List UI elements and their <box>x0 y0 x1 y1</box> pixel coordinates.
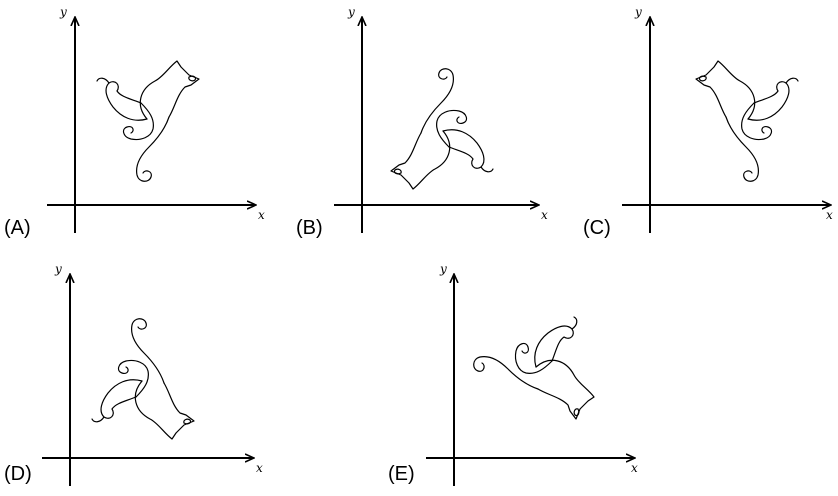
figure-outline <box>573 408 580 417</box>
y-axis-label: y <box>634 5 642 19</box>
figure-outline <box>188 75 197 82</box>
figure-outline <box>480 166 494 173</box>
figure-outline <box>136 116 170 182</box>
y-axis-label: y <box>59 5 67 19</box>
x-axis-label: x <box>631 461 638 475</box>
figure-outline <box>122 102 154 141</box>
figure-outline <box>131 318 165 384</box>
option-panel-b: xy <box>334 5 548 233</box>
figure-outline <box>785 77 799 84</box>
figure-outline <box>571 316 578 330</box>
option-label-c: (C) <box>583 217 611 239</box>
option-panel-d: xy <box>42 262 263 486</box>
option-panel-e: xy <box>426 262 638 486</box>
figure-outline <box>436 109 468 148</box>
figure-outline <box>134 380 195 440</box>
x-axis-label: x <box>256 461 263 475</box>
triskelion-figure <box>91 318 195 440</box>
option-label-d: (D) <box>4 463 32 485</box>
x-axis-label: x <box>541 208 548 222</box>
y-axis-label: y <box>54 262 62 276</box>
figure-outline <box>390 130 451 190</box>
figure-outline <box>183 418 192 425</box>
triskelion-figure <box>96 60 200 182</box>
option-label-b: (B) <box>296 217 323 239</box>
figure-outline <box>117 359 149 398</box>
figure-outline <box>695 60 756 120</box>
option-panel-a: xy <box>47 5 265 233</box>
figure-outline <box>139 60 200 120</box>
figure-outline <box>473 356 539 390</box>
figure-outline <box>420 68 454 134</box>
figure-outline <box>741 102 773 141</box>
figure-outline <box>91 416 105 423</box>
triskelion-figure <box>473 316 595 420</box>
y-axis-label: y <box>347 5 355 19</box>
option-panel-c: xy <box>622 5 833 233</box>
figure-outline <box>725 116 759 182</box>
figure-outline <box>96 77 110 84</box>
x-axis-label: x <box>258 208 265 222</box>
option-label-e: (E) <box>388 463 415 485</box>
figure-outline <box>698 75 707 82</box>
triskelion-figure <box>695 60 799 182</box>
figure-outline <box>514 342 553 374</box>
figure-outline <box>535 359 595 420</box>
figure-outline <box>393 168 402 175</box>
option-label-a: (A) <box>4 217 31 239</box>
triskelion-figure <box>390 68 494 190</box>
x-axis-label: x <box>826 208 833 222</box>
y-axis-label: y <box>439 262 447 276</box>
